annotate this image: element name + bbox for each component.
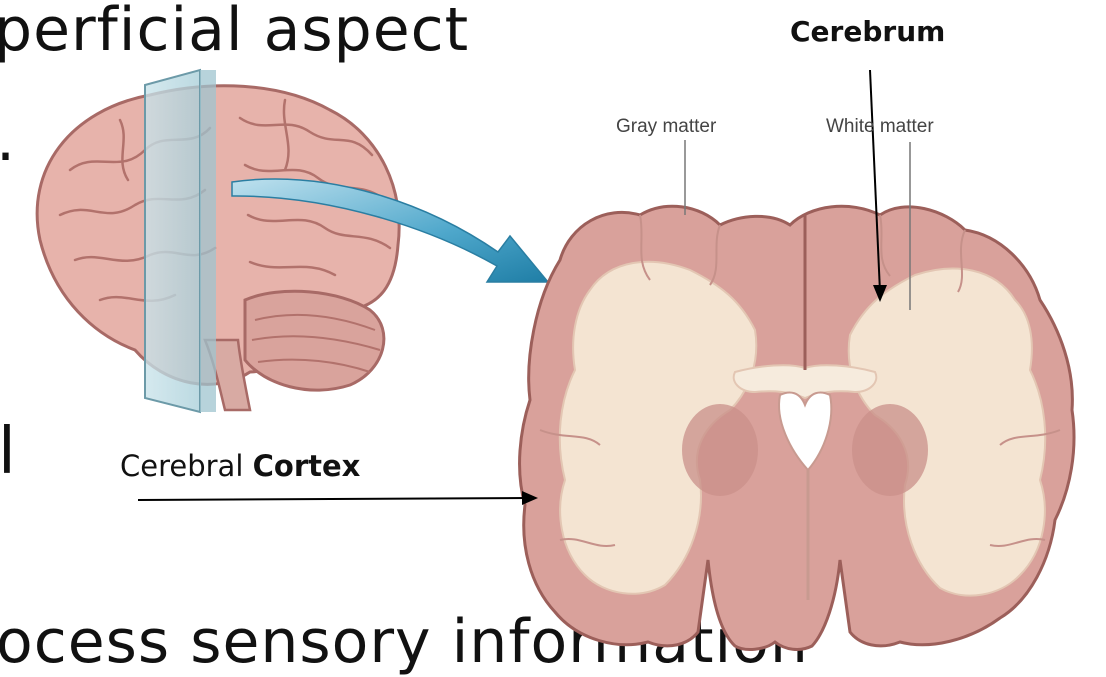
cerebral-cortex-label: Cerebral Cortex bbox=[120, 452, 360, 481]
coronal-section-illustration bbox=[520, 206, 1074, 649]
coronal-section-plane bbox=[145, 70, 200, 412]
cortex-word: Cortex bbox=[253, 449, 361, 483]
basal-ganglia-right bbox=[852, 404, 928, 496]
lateral-brain-illustration bbox=[37, 70, 399, 412]
cerebellum bbox=[245, 291, 384, 390]
brain-diagram bbox=[0, 0, 1106, 663]
cortex-arrow bbox=[138, 491, 538, 505]
cerebral-word: Cerebral bbox=[120, 449, 243, 483]
white-matter-label: White matter bbox=[826, 117, 934, 136]
basal-ganglia-left bbox=[682, 404, 758, 496]
cerebrum-label: Cerebrum bbox=[790, 18, 945, 46]
gray-matter-label: Gray matter bbox=[616, 117, 716, 136]
